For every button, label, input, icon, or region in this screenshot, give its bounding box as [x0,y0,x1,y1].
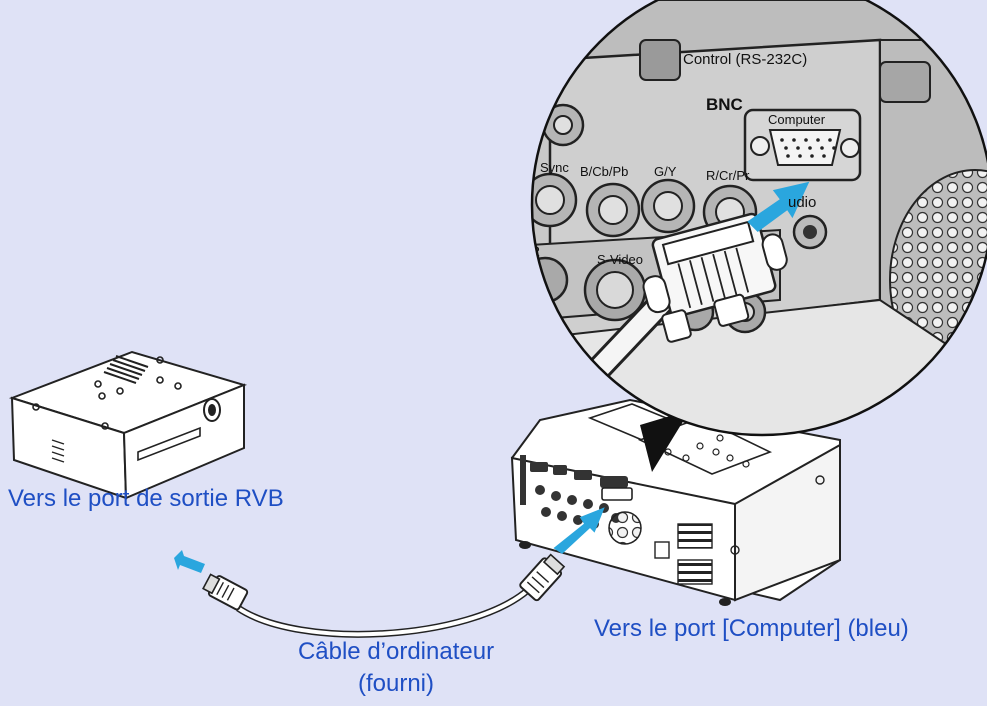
port-label-rcrpr: R/Cr/Pr [706,168,750,183]
rgb-output-label: Vers le port de sortie RVB [8,485,284,512]
computer-port-label: Vers le port [Computer] (bleu) [594,615,909,642]
port-label-audio: udio [788,194,816,211]
source-device-icon [8,350,248,500]
port-label-gy: G/Y [654,164,677,179]
arrow-to-rgb-port-icon [174,550,205,573]
cable-label-line1: Câble d’ordinateur [297,638,495,665]
port-label-computer: Computer [768,112,826,127]
zoom-detail: Control (RS-232C) BNC Computer Sync B/Cb… [530,0,987,437]
port-label-sync: Sync [540,160,569,175]
port-label-bcbpb: B/Cb/Pb [580,164,628,179]
port-label-bnc: BNC [706,95,743,114]
zoom-insert-arrow-icon [747,181,810,232]
arrow-to-computer-port-icon [553,507,605,554]
projector-icon [510,398,841,606]
computer-cable-icon [202,553,566,638]
port-label-svideo: S-Video [597,252,643,267]
cable-label-line2: (fourni) [357,670,435,697]
port-label-control: Control (RS-232C) [683,51,807,68]
